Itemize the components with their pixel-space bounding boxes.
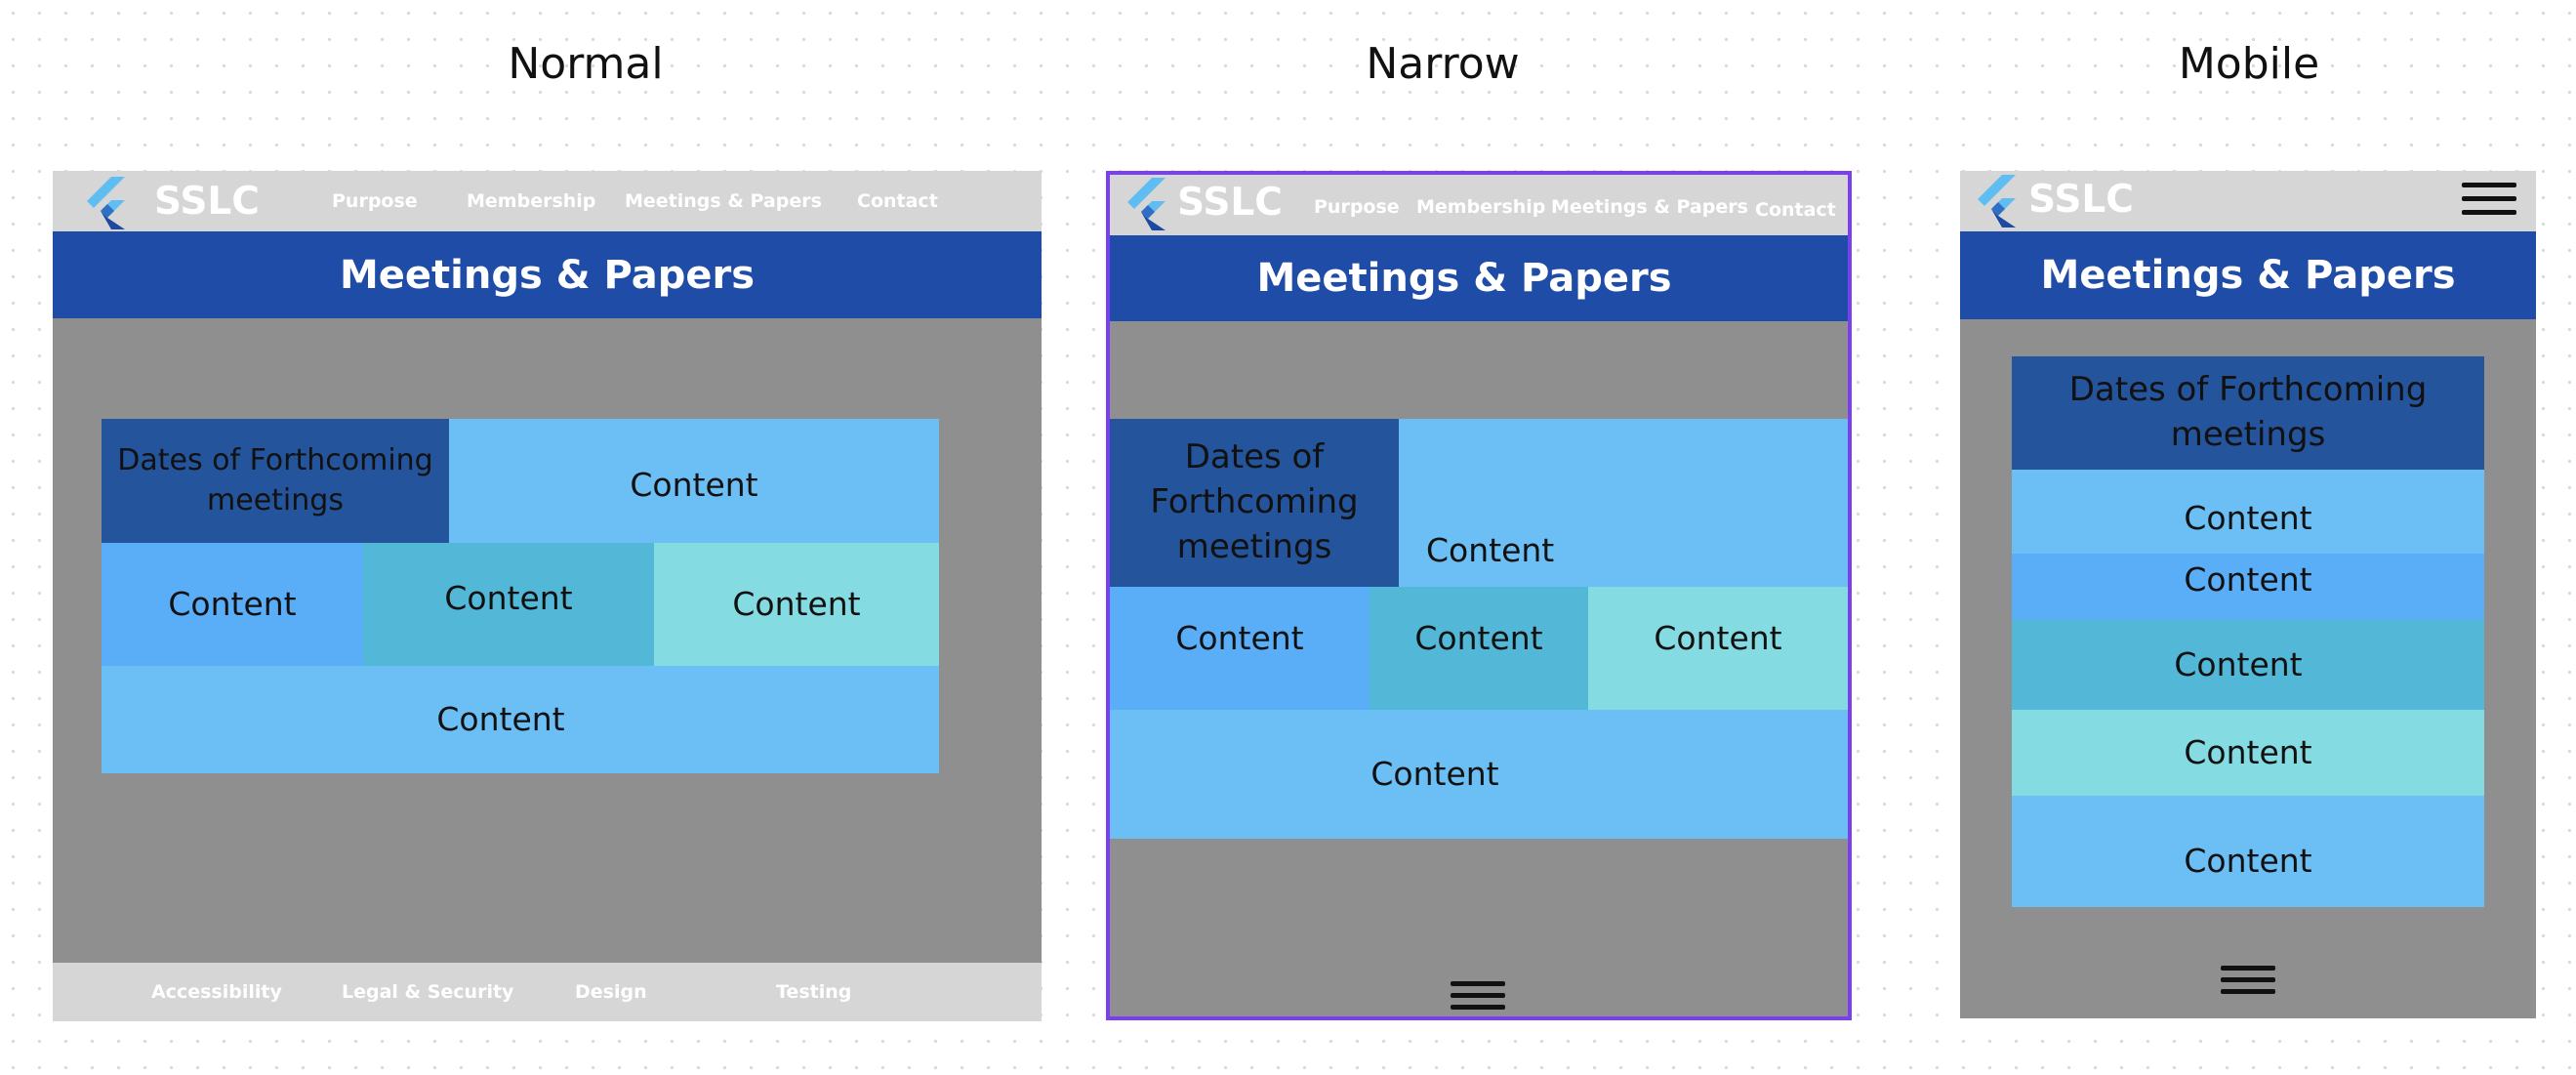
content-tile-4[interactable]: Content — [2012, 710, 2484, 796]
hamburger-menu-icon[interactable] — [1451, 981, 1505, 1010]
page-heading: Meetings & Papers — [1960, 231, 2536, 319]
content-tile-2[interactable]: Content — [2012, 554, 2484, 620]
content-tile-row2-c[interactable]: Content — [654, 543, 939, 666]
content-tile-row2-a[interactable]: Content — [1110, 587, 1370, 710]
flutter-logo-icon[interactable] — [82, 177, 127, 229]
dates-tile[interactable]: Dates of Forthcoming meetings — [102, 419, 449, 543]
normal-layout-frame: SSLC Purpose Membership Meetings & Paper… — [53, 171, 1042, 1021]
footer-legal-security[interactable]: Legal & Security — [342, 981, 514, 1003]
flutter-logo-icon[interactable] — [1973, 175, 2018, 227]
content-tile-top[interactable]: Content — [449, 419, 939, 543]
nav-meetings-papers[interactable]: Meetings & Papers — [1551, 196, 1748, 218]
dates-tile[interactable]: Dates of Forthcoming meetings — [1110, 419, 1399, 587]
content-tile-row2-a[interactable]: Content — [102, 543, 363, 666]
nav-membership[interactable]: Membership — [1416, 196, 1546, 218]
content-tile-3[interactable]: Content — [2012, 620, 2484, 710]
narrow-layout-frame: SSLC Purpose Membership Meetings & Paper… — [1106, 171, 1852, 1020]
nav-purpose[interactable]: Purpose — [332, 190, 418, 212]
brand-name[interactable]: SSLC — [2028, 178, 2134, 222]
panel-title-narrow: Narrow — [1366, 39, 1520, 89]
content-tile-5[interactable]: Content — [2012, 796, 2484, 907]
brand-name[interactable]: SSLC — [154, 180, 260, 224]
hamburger-menu-icon[interactable] — [2462, 183, 2516, 215]
content-tile-bottom[interactable]: Content — [1110, 710, 1848, 839]
brand-name[interactable]: SSLC — [1177, 181, 1283, 225]
footer-testing[interactable]: Testing — [776, 981, 852, 1003]
content-tile-row2-c[interactable]: Content — [1588, 587, 1848, 710]
nav-meetings-papers[interactable]: Meetings & Papers — [625, 190, 822, 212]
top-nav-bar — [1110, 175, 1848, 235]
footer-design[interactable]: Design — [575, 981, 647, 1003]
top-nav-bar — [53, 171, 1042, 231]
page-heading: Meetings & Papers — [53, 231, 1042, 318]
nav-membership[interactable]: Membership — [467, 190, 596, 212]
content-tile-row2-b[interactable]: Content — [1370, 587, 1588, 710]
panel-title-normal: Normal — [508, 39, 664, 89]
content-tile-top[interactable]: Content — [1399, 419, 1848, 587]
hamburger-menu-icon[interactable] — [2221, 966, 2275, 994]
content-tile-bottom[interactable]: Content — [102, 666, 939, 773]
page-heading: Meetings & Papers — [1110, 235, 1848, 321]
flutter-logo-icon[interactable] — [1123, 178, 1167, 230]
footer-bar — [53, 963, 1042, 1021]
nav-contact[interactable]: Contact — [1755, 199, 1836, 221]
content-tile-1[interactable]: Content — [2012, 470, 2484, 554]
nav-purpose[interactable]: Purpose — [1314, 196, 1400, 218]
content-tile-row2-b[interactable]: Content — [363, 543, 654, 666]
panel-title-mobile: Mobile — [2178, 39, 2320, 89]
nav-contact[interactable]: Contact — [857, 190, 938, 212]
footer-accessibility[interactable]: Accessibility — [151, 981, 282, 1003]
top-nav-bar — [1960, 171, 2536, 231]
mobile-layout-frame: SSLC Meetings & Papers Dates of Forthcom… — [1960, 171, 2536, 1018]
dates-tile[interactable]: Dates of Forthcoming meetings — [2012, 356, 2484, 470]
